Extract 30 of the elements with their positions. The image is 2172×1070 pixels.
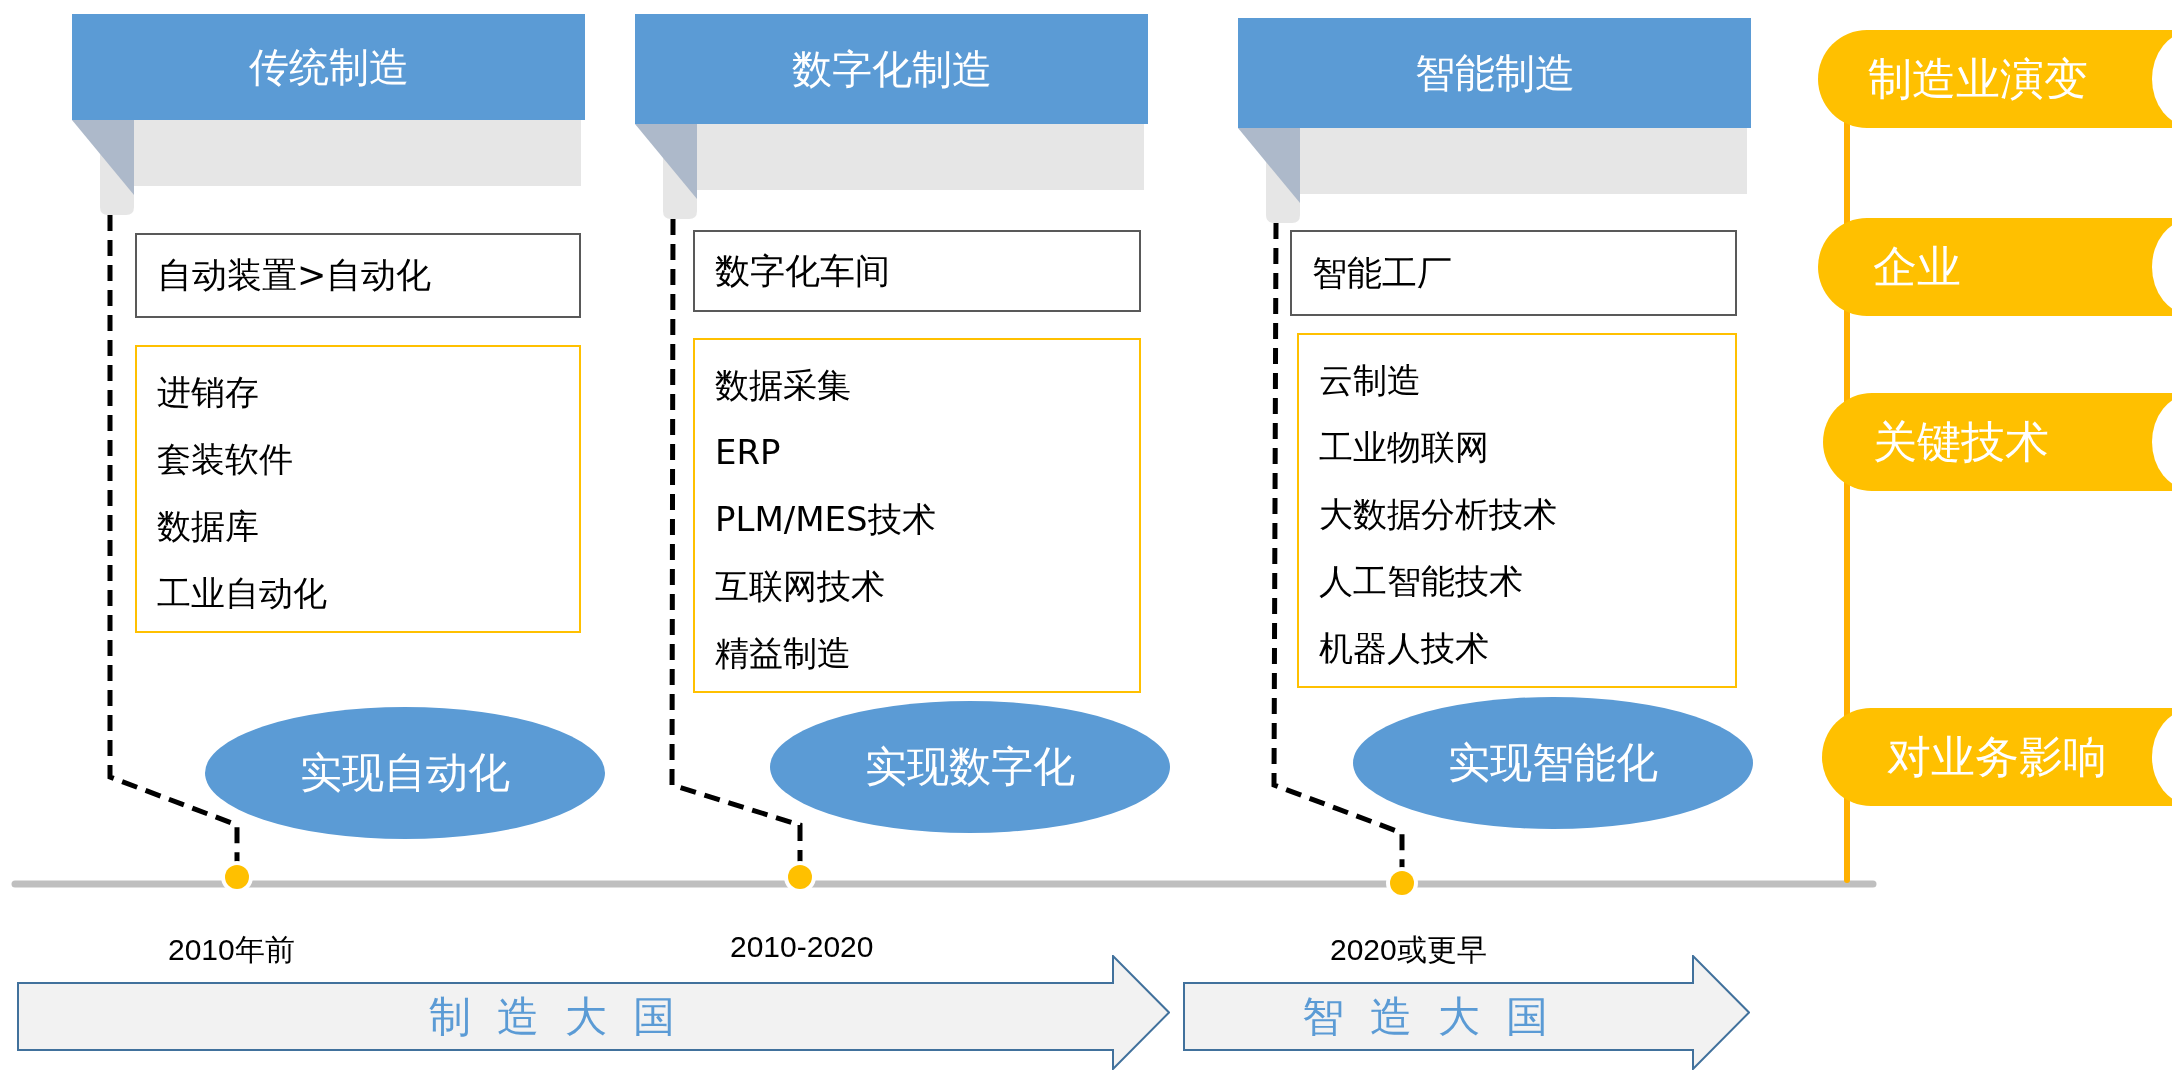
list-item: 互联网技术 xyxy=(715,565,885,608)
list-item: 数据采集 xyxy=(715,364,851,407)
timeline-dot xyxy=(225,865,249,889)
list-item: 套装软件 xyxy=(157,438,293,481)
goal-ellipse: 实现智能化 xyxy=(1353,697,1753,829)
timeline-dot xyxy=(788,865,812,889)
list-item: 云制造 xyxy=(1319,359,1421,402)
category-box: 自动装置>自动化 xyxy=(135,233,581,318)
tag-pill: 企业 xyxy=(1818,218,2172,316)
category-box: 数字化车间 xyxy=(693,230,1141,312)
list-item: 精益制造 xyxy=(715,632,851,675)
list-box xyxy=(1297,333,1737,688)
goal-ellipse: 实现自动化 xyxy=(205,707,605,839)
list-item: 人工智能技术 xyxy=(1319,560,1523,603)
list-box xyxy=(135,345,581,633)
list-box xyxy=(693,338,1141,693)
list-item: 进销存 xyxy=(157,371,259,414)
timeline-dot xyxy=(1390,871,1414,895)
list-item: 大数据分析技术 xyxy=(1319,493,1557,536)
list-item: 机器人技术 xyxy=(1319,627,1489,670)
list-item: 数据库 xyxy=(157,505,259,548)
category-box: 智能工厂 xyxy=(1290,230,1737,316)
tag-pill: 对业务影响 xyxy=(1822,708,2172,806)
goal-ellipse: 实现数字化 xyxy=(770,701,1170,833)
list-item: 工业物联网 xyxy=(1319,426,1489,469)
list-item: PLM/MES技术 xyxy=(715,498,936,541)
tag-pill: 制造业演变 xyxy=(1818,30,2172,128)
tag-pill: 关键技术 xyxy=(1823,393,2172,491)
list-item: 工业自动化 xyxy=(157,572,327,615)
list-item: ERP xyxy=(715,431,781,474)
